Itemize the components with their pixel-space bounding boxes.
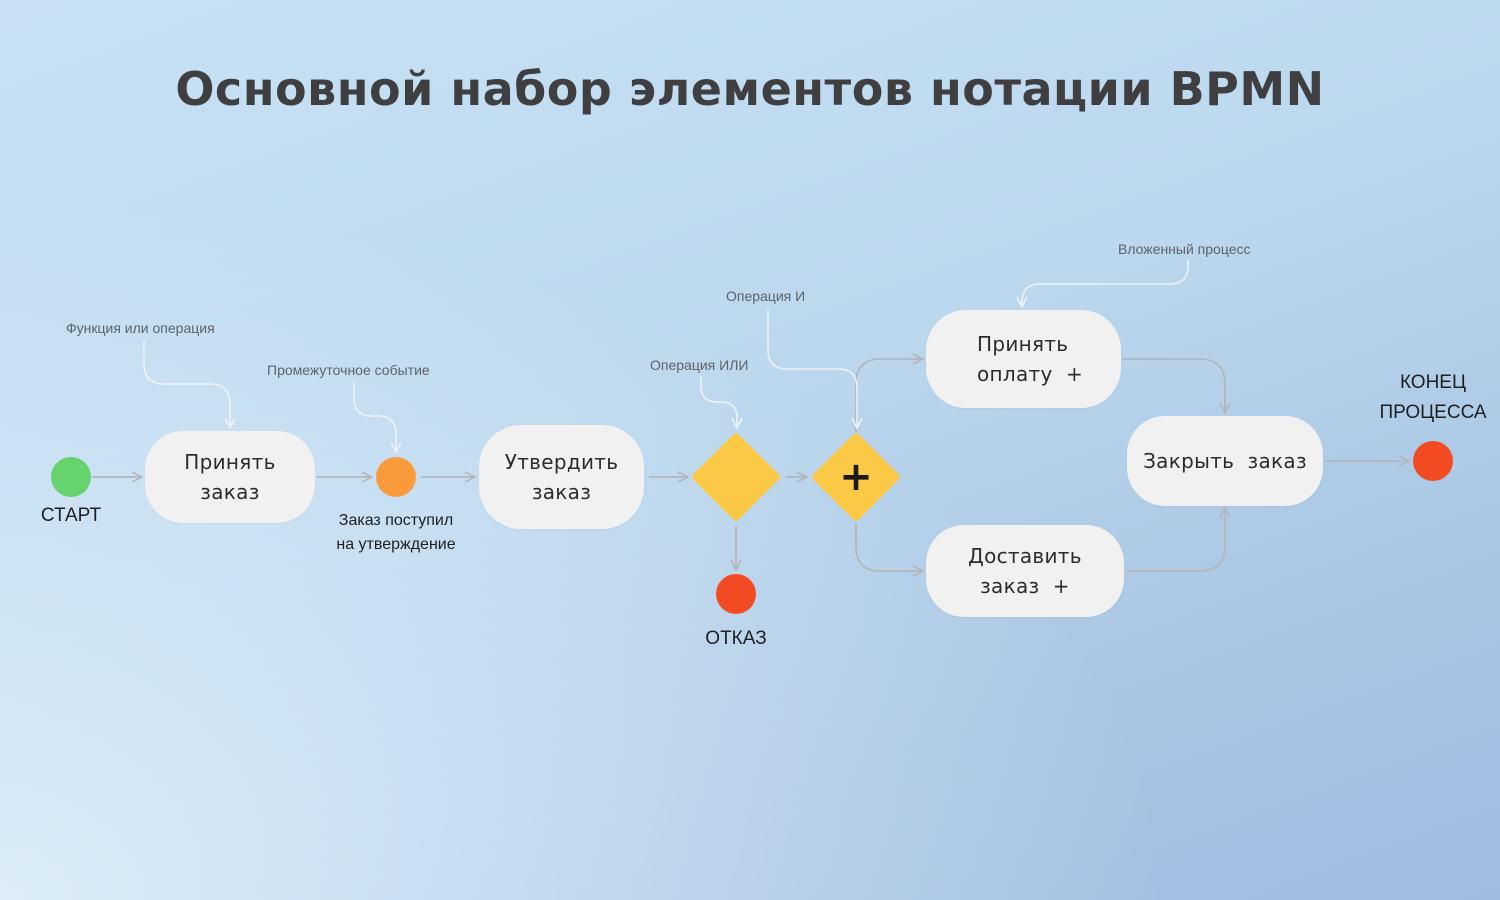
note-or-operation: Операция ИЛИ <box>650 357 749 373</box>
flow-and-to-payment <box>855 359 923 432</box>
note-and-operation: Операция И <box>726 288 806 304</box>
task-close-order[interactable]: Закрыть заказ <box>1127 416 1323 506</box>
note-intermediate-event: Промежуточное событие <box>267 362 430 378</box>
start-label: СТАРТ <box>40 505 102 526</box>
task-approve-order-line2: заказ <box>531 480 592 504</box>
task-deliver-order-line1: Доставить <box>968 544 1082 568</box>
task-accept-order-line1: Принять <box>184 450 276 474</box>
note-subprocess: Вложенный процесс <box>1118 241 1251 257</box>
note-link-intermediate <box>353 382 396 452</box>
reject-end-event[interactable] <box>716 574 756 614</box>
page-title: Основной набор элементов нотации BPMN <box>175 62 1325 116</box>
task-close-order-label: Закрыть заказ <box>1143 449 1307 473</box>
task-approve-order-line1: Утвердить <box>504 450 619 474</box>
intermediate-event-label-line2: на утверждение <box>336 536 456 553</box>
task-deliver-order-line2: заказ + <box>980 574 1070 598</box>
note-link-subprocess <box>1022 260 1189 307</box>
note-function: Функция или операция <box>66 320 215 336</box>
end-label-line2: ПРОЦЕССА <box>1379 402 1487 423</box>
task-deliver-order[interactable]: Доставить заказ + <box>926 525 1124 617</box>
intermediate-event-label: Заказ поступил на утверждение <box>316 509 476 557</box>
flow-delivery-to-close <box>1126 508 1225 572</box>
and-gateway-plus-icon: + <box>839 454 873 500</box>
intermediate-event[interactable] <box>376 457 416 497</box>
end-label-line1: КОНЕЦ <box>1399 372 1467 393</box>
note-link-function <box>143 340 230 428</box>
end-label: КОНЕЦ ПРОЦЕССА <box>1370 368 1496 428</box>
task-accept-payment-line2: оплату + <box>977 362 1084 386</box>
reject-label: ОТКАЗ <box>705 628 767 649</box>
task-approve-order[interactable]: Утвердить заказ <box>479 425 644 529</box>
flow-payment-to-close <box>1122 358 1225 413</box>
process-end-event[interactable] <box>1413 441 1453 481</box>
note-link-and <box>767 310 857 428</box>
flow-and-to-delivery <box>855 523 923 571</box>
intermediate-event-label-line1: Заказ поступил <box>338 512 454 529</box>
note-link-or <box>700 376 737 428</box>
task-accept-order-line2: заказ <box>200 480 260 504</box>
task-accept-payment-line1: Принять <box>977 332 1069 356</box>
task-accept-order[interactable]: Принять заказ <box>145 431 315 523</box>
start-event[interactable] <box>51 457 91 497</box>
task-accept-payment[interactable]: Принять оплату + <box>926 310 1121 408</box>
